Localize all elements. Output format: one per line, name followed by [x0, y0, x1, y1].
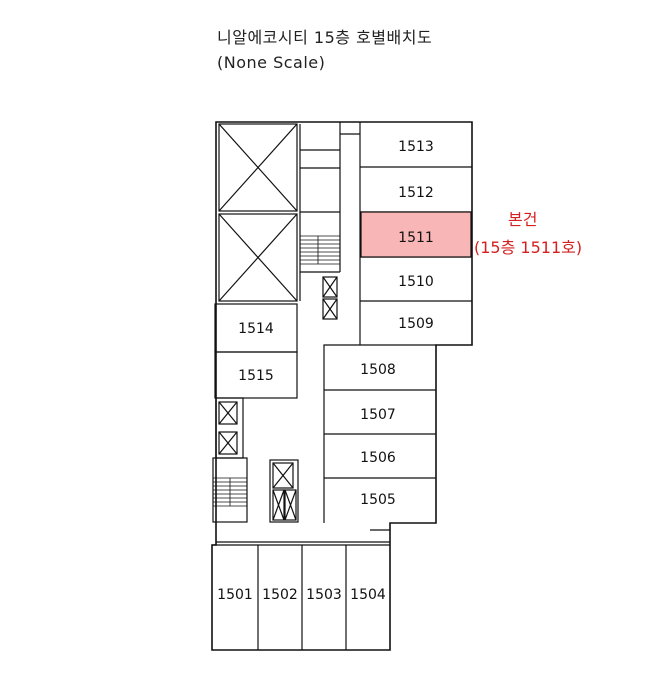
building-outline: [211, 121, 473, 651]
unit-label-1502: 1502: [262, 587, 298, 603]
unit-stack-west: [214, 303, 298, 399]
unit-label-1501: 1501: [217, 587, 253, 603]
unit-label-1506: 1506: [360, 450, 396, 466]
page-title: 니알에코시티 15층 호별배치도: [217, 28, 433, 47]
unit-stack-south: [212, 529, 390, 650]
lift-small-lower: [269, 459, 299, 523]
unit-label-1514: 1514: [238, 321, 274, 337]
unit-label-1510: 1510: [398, 274, 434, 290]
unit-label-1503: 1503: [306, 587, 342, 603]
unit-label-1509: 1509: [398, 316, 434, 332]
unit-label-1511: 1511: [398, 230, 434, 246]
scale-note: (None Scale): [217, 53, 326, 72]
subject-property-unit: (15층 1511호): [474, 238, 583, 257]
unit-label-1508: 1508: [360, 362, 396, 378]
duct-lower: [215, 397, 244, 459]
unit-label-1504: 1504: [350, 587, 386, 603]
core-walls: [299, 122, 361, 345]
unit-label-1515: 1515: [238, 368, 274, 384]
unit-label-1512: 1512: [398, 185, 434, 201]
elevator-shaft-upper: [218, 123, 298, 212]
unit-stack-middle: [323, 344, 436, 523]
elevator-shaft-lower: [218, 213, 298, 302]
unit-label-1505: 1505: [360, 492, 396, 508]
unit-label-1513: 1513: [398, 139, 434, 155]
subject-property-label: 본건: [508, 210, 538, 229]
stairs-upper: [300, 235, 340, 265]
duct-upper: [322, 276, 338, 320]
unit-label-1507: 1507: [360, 407, 396, 423]
stairs-lower: [212, 457, 248, 523]
unit-1511-highlight: [360, 211, 472, 258]
